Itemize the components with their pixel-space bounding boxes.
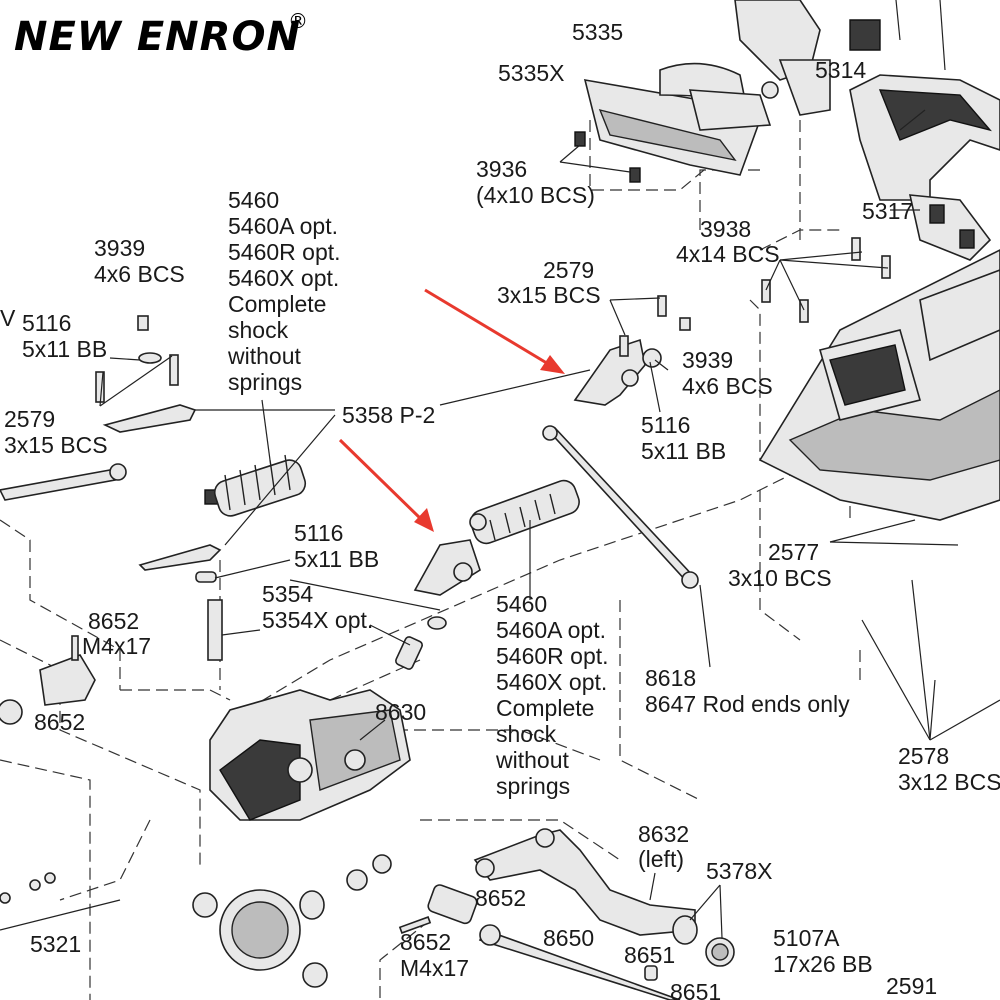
label-5378x: 5378X xyxy=(706,858,773,884)
label-2577-size: 3x10 BCS xyxy=(728,565,832,591)
label-5460a-mid: 5460A opt. xyxy=(496,617,606,643)
label-complete-mid: Complete xyxy=(496,695,594,721)
label-5321: 5321 xyxy=(30,931,81,957)
label-2579-center-size: 3x15 BCS xyxy=(497,282,601,308)
left-driveshaft xyxy=(0,463,127,501)
label-8632-left: (left) xyxy=(638,846,684,872)
part-labels: 5335 5335X 5314 3936 (4x10 BCS) 5317 393… xyxy=(0,19,1000,1000)
label-5460r-top: 5460R opt. xyxy=(228,239,341,265)
label-2579-left: 2579 xyxy=(4,406,55,432)
label-2578: 2578 xyxy=(898,743,949,769)
differential xyxy=(192,854,392,988)
label-8652-lower: 8652 xyxy=(475,885,526,911)
label-5358-p2: 5358 P-2 xyxy=(342,402,435,428)
label-8630: 8630 xyxy=(375,699,426,725)
front-bulkhead xyxy=(849,74,1000,261)
label-2579-center: 2579 xyxy=(543,257,594,283)
label-5460x-top: 5460X opt. xyxy=(228,265,339,291)
label-3938: 3938 xyxy=(700,216,751,242)
label-3936: 3936 xyxy=(476,156,527,182)
chassis-screws-3938 xyxy=(761,237,891,323)
label-3938-size: 4x14 BCS xyxy=(676,241,780,267)
left-small-parts xyxy=(0,872,121,931)
label-8632: 8632 xyxy=(638,821,689,847)
label-5107a-size: 17x26 BB xyxy=(773,951,873,977)
label-8651-lower: 8651 xyxy=(670,979,721,1000)
label-2579-left-size: 3x15 BCS xyxy=(4,432,108,458)
label-without-mid: without xyxy=(495,747,569,773)
label-8651-upper: 8651 xyxy=(624,942,675,968)
label-3939-left: 3939 xyxy=(94,235,145,261)
label-5116-right: 5116 xyxy=(641,412,690,438)
label-5460a-top: 5460A opt. xyxy=(228,213,338,239)
label-2591: 2591 xyxy=(886,973,937,999)
label-shock-mid: shock xyxy=(496,721,557,747)
label-5116-right-size: 5x11 BB xyxy=(641,438,726,464)
label-8652-bottom: 8652 xyxy=(400,929,451,955)
brand-logo-text: NEW ENRON xyxy=(14,14,301,60)
label-2577: 2577 xyxy=(768,539,819,565)
arrowhead-lower xyxy=(414,508,434,532)
label-5116-mid-size: 5x11 BB xyxy=(294,546,379,572)
label-complete-top: Complete xyxy=(228,291,326,317)
label-5116-mid: 5116 xyxy=(294,520,343,546)
label-8652-left: 8652 xyxy=(34,709,85,735)
label-8652-upper: 8652 xyxy=(88,608,139,634)
bumper-screws xyxy=(574,0,946,183)
label-8647: 8647 Rod ends only xyxy=(645,691,850,717)
label-8650: 8650 xyxy=(543,925,594,951)
highlight-arrow-upper xyxy=(424,288,551,367)
label-v: V xyxy=(0,305,16,331)
label-5460-top: 5460 xyxy=(228,187,279,213)
label-5116-left-size: 5x11 BB xyxy=(22,336,107,362)
camber-link xyxy=(542,425,699,589)
label-8618: 8618 xyxy=(645,665,696,691)
label-5107a: 5107A xyxy=(773,925,840,951)
label-8652-bottom-size: M4x17 xyxy=(400,955,469,981)
lower-suspension-arm xyxy=(473,828,696,936)
highlight-arrow-lower xyxy=(338,438,424,522)
rear-bulkhead xyxy=(209,689,411,821)
label-3936-size: (4x10 BCS) xyxy=(476,182,595,208)
label-without-top: without xyxy=(227,343,301,369)
label-5460r-mid: 5460R opt. xyxy=(496,643,609,669)
label-3939-right-size: 4x6 BCS xyxy=(682,373,773,399)
rear-hub-bearings xyxy=(644,915,735,981)
label-8652-upper-size: M4x17 xyxy=(82,633,151,659)
label-5335x: 5335X xyxy=(498,60,565,86)
label-5116-left: 5116 xyxy=(22,310,71,336)
label-5354: 5354 xyxy=(262,581,313,607)
registered-mark: ® xyxy=(288,9,308,33)
label-5314: 5314 xyxy=(815,57,866,83)
label-5354x: 5354X opt. xyxy=(262,607,373,633)
center-shock xyxy=(469,479,580,545)
label-5460-mid: 5460 xyxy=(496,591,547,617)
label-shock-top: shock xyxy=(228,317,289,343)
front-bumper xyxy=(583,62,772,176)
arrowhead-upper xyxy=(540,355,565,374)
left-axle-carrier xyxy=(0,635,96,725)
label-springs-top: springs xyxy=(228,369,302,395)
label-5335: 5335 xyxy=(572,19,623,45)
label-springs-mid: springs xyxy=(496,773,570,799)
rear-axle-driveshaft xyxy=(398,884,681,1000)
label-2578-size: 3x12 BCS xyxy=(898,769,1000,795)
chassis-plate xyxy=(758,249,1000,521)
label-5317: 5317 xyxy=(862,198,913,224)
label-5460x-mid: 5460X opt. xyxy=(496,669,607,695)
label-3939-right: 3939 xyxy=(682,347,733,373)
front-body-mount xyxy=(734,0,881,116)
center-upper-mount xyxy=(573,295,691,406)
highlight-arrows xyxy=(338,288,565,532)
label-3939-left-size: 4x6 BCS xyxy=(94,261,185,287)
left-shock-tower-parts xyxy=(95,315,223,661)
center-lower-mount xyxy=(395,539,481,670)
brand-logo: NEW ENRON ® xyxy=(14,9,308,60)
leader-lines xyxy=(99,109,1000,939)
left-shock xyxy=(204,454,307,517)
